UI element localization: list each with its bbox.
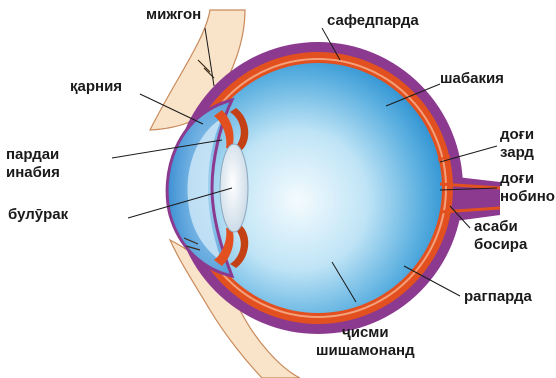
label-vitreous-body: ҷисми шишамонанд bbox=[316, 324, 415, 360]
label-optic-nerve: асаби босира bbox=[474, 218, 527, 254]
label-sclera: сафедпарда bbox=[327, 12, 419, 30]
label-retina: шабакия bbox=[440, 70, 504, 88]
label-yellow-spot: доғи зард bbox=[500, 126, 534, 162]
label-eyelid-skin: мижгон bbox=[146, 6, 201, 24]
optic-nerve-sheath bbox=[448, 176, 500, 222]
lens-shape bbox=[220, 144, 248, 232]
label-cornea: қарния bbox=[70, 78, 122, 96]
label-blind-spot: доғи нобино bbox=[500, 170, 555, 206]
label-lens: булӯрак bbox=[8, 206, 68, 224]
label-iris: пардаи инабия bbox=[6, 146, 60, 182]
label-choroid: рагпарда bbox=[464, 288, 532, 306]
